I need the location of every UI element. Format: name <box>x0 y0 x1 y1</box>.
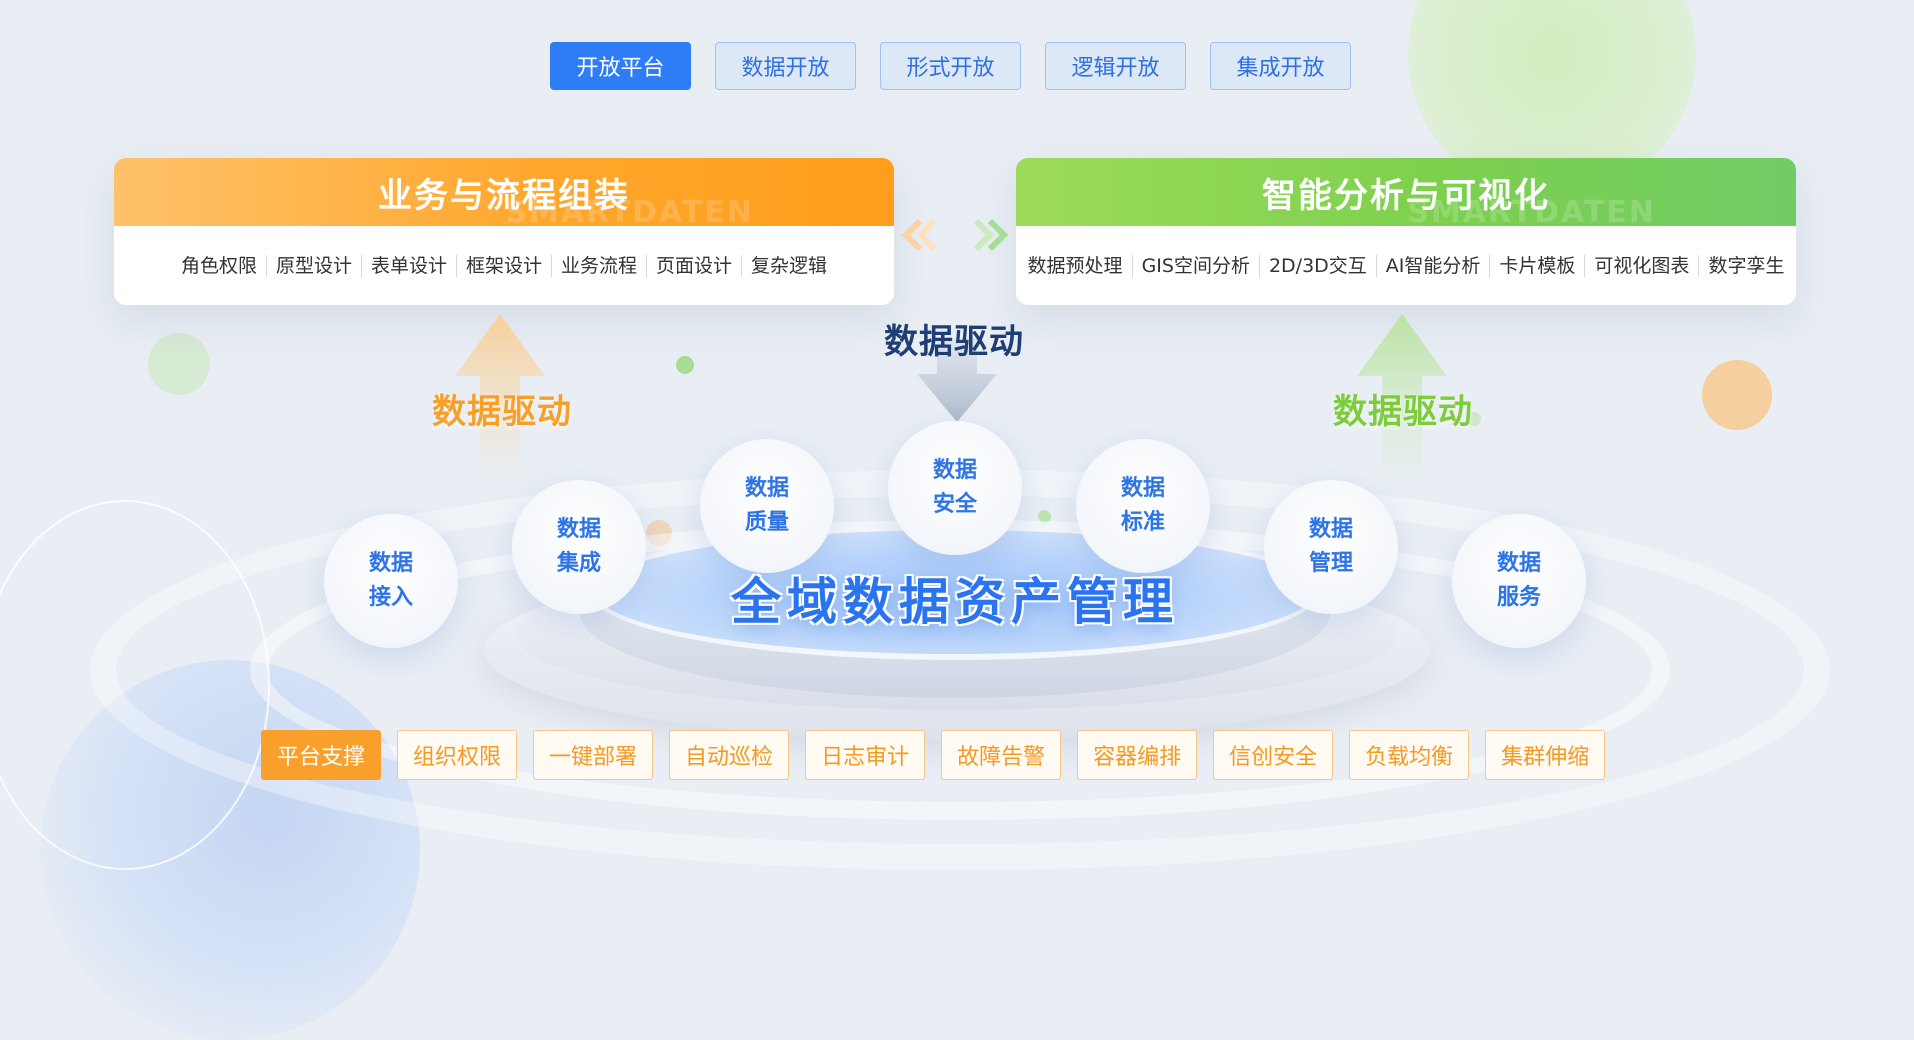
tag-auto-inspection[interactable]: 自动巡检 <box>669 730 790 780</box>
tag-container-orchestration[interactable]: 容器编排 <box>1077 730 1198 780</box>
feature-item: 表单设计 <box>360 254 456 277</box>
feature-item: 页面设计 <box>646 254 741 277</box>
intelligent-analysis-title: 智能分析与可视化 <box>1262 175 1550 216</box>
tab-form-open[interactable]: 形式开放 <box>880 42 1021 90</box>
platform-support-strip: 平台支撑 组织权限 一键部署 自动巡检 日志审计 故障告警 容器编排 信创安全 … <box>261 730 1606 780</box>
circle-data-standard[interactable]: 数据标准 <box>1076 439 1210 573</box>
bg-green-dot-left <box>148 333 210 395</box>
circle-label: 集成 <box>556 551 601 576</box>
circle-data-access[interactable]: 数据接入 <box>324 514 458 648</box>
tag-cluster-scaling[interactable]: 集群伸缩 <box>1485 730 1606 780</box>
drive-label-left: 数据驱动 <box>432 392 572 432</box>
feature-item: AI智能分析 <box>1375 254 1490 277</box>
bg-orange-dot-right <box>1702 360 1772 430</box>
intelligent-analysis-card-header: 智能分析与可视化 SMARTDATEN <box>1016 158 1796 230</box>
tag-xinchuang-security[interactable]: 信创安全 <box>1213 730 1334 780</box>
feature-item: 复杂逻辑 <box>741 254 836 277</box>
feature-item: 业务流程 <box>551 254 646 277</box>
tag-org-permission[interactable]: 组织权限 <box>397 730 518 780</box>
feature-item: 框架设计 <box>455 254 551 277</box>
tab-integration-open[interactable]: 集成开放 <box>1210 42 1351 90</box>
chevron-left-icon <box>901 218 937 252</box>
top-tabs: 开放平台 数据开放 形式开放 逻辑开放 集成开放 <box>550 42 1351 90</box>
circle-label: 标准 <box>1120 510 1165 535</box>
circle-label: 数据 <box>1120 476 1165 501</box>
circle-label: 数据 <box>556 517 601 542</box>
circle-label: 质量 <box>744 510 789 535</box>
circle-data-quality[interactable]: 数据质量 <box>700 439 834 573</box>
circle-label: 管理 <box>1308 551 1353 576</box>
watermark-right: SMARTDATEN <box>1407 195 1656 230</box>
tag-one-click-deploy[interactable]: 一键部署 <box>533 730 654 780</box>
circle-data-integration[interactable]: 数据集成 <box>512 480 646 614</box>
circle-label: 接入 <box>368 585 413 610</box>
business-process-items: 角色权限 原型设计 表单设计 框架设计 业务流程 页面设计 复杂逻辑 <box>114 226 894 305</box>
feature-item: 可视化图表 <box>1584 254 1698 277</box>
drive-label-right: 数据驱动 <box>1333 392 1473 432</box>
tab-open-platform[interactable]: 开放平台 <box>550 42 691 90</box>
business-process-card-header: 业务与流程组装 SMARTDATEN <box>114 158 894 230</box>
tab-data-open[interactable]: 数据开放 <box>715 42 856 90</box>
feature-item: 角色权限 <box>180 254 257 277</box>
business-process-card: 业务与流程组装 SMARTDATEN 角色权限 原型设计 表单设计 框架设计 业… <box>114 158 894 305</box>
tab-logic-open[interactable]: 逻辑开放 <box>1045 42 1186 90</box>
tag-log-audit[interactable]: 日志审计 <box>805 730 926 780</box>
feature-item: 数字孪生 <box>1698 254 1793 277</box>
business-process-title: 业务与流程组装 <box>378 175 630 216</box>
feature-item: 原型设计 <box>265 254 361 277</box>
intelligent-analysis-card: 智能分析与可视化 SMARTDATEN 数据预处理 GIS空间分析 2D/3D交… <box>1016 158 1796 305</box>
circle-data-management[interactable]: 数据管理 <box>1264 480 1398 614</box>
chevron-right-icon <box>973 218 1009 252</box>
tag-platform-support[interactable]: 平台支撑 <box>261 730 382 780</box>
circle-label: 数据 <box>744 476 789 501</box>
main-title: 全域数据资产管理 <box>731 573 1179 631</box>
tag-fault-alert[interactable]: 故障告警 <box>941 730 1062 780</box>
feature-item: GIS空间分析 <box>1131 254 1259 277</box>
feature-item: 2D/3D交互 <box>1258 254 1376 277</box>
drive-label-center: 数据驱动 <box>884 322 1024 362</box>
intelligent-analysis-items: 数据预处理 GIS空间分析 2D/3D交互 AI智能分析 卡片模板 可视化图表 … <box>1016 226 1796 305</box>
arrow-down-center-icon <box>917 338 997 422</box>
tag-load-balancing[interactable]: 负载均衡 <box>1349 730 1470 780</box>
watermark-left: SMARTDATEN <box>505 195 754 230</box>
bg-small-green-dot <box>676 356 694 374</box>
circle-label: 服务 <box>1496 585 1541 610</box>
circle-data-security[interactable]: 数据安全 <box>888 421 1022 555</box>
arrow-up-green-icon <box>1357 314 1447 484</box>
circle-data-service[interactable]: 数据服务 <box>1452 514 1586 648</box>
circle-label: 数据 <box>368 551 413 576</box>
arrow-up-orange-icon <box>455 314 545 484</box>
feature-item: 数据预处理 <box>1027 254 1123 277</box>
circle-label: 安全 <box>932 492 977 517</box>
circle-label: 数据 <box>932 458 977 483</box>
feature-item: 卡片模板 <box>1489 254 1584 277</box>
circle-label: 数据 <box>1308 517 1353 542</box>
circle-label: 数据 <box>1496 551 1541 576</box>
